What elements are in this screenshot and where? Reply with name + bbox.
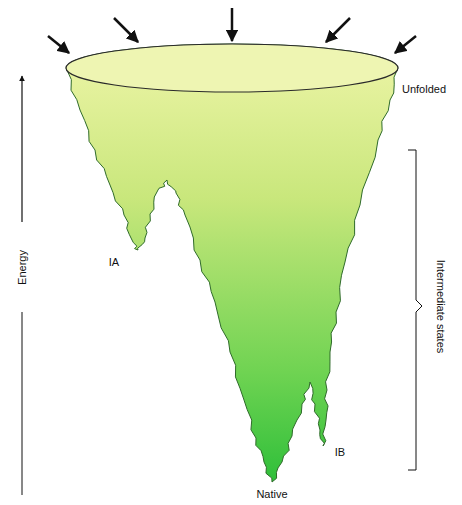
entry-arrow [48, 36, 69, 53]
entry-arrow [114, 18, 138, 42]
energy-axis [22, 312, 23, 495]
state-label: Native [256, 489, 287, 500]
entry-arrow [395, 36, 416, 53]
state-label: Unfolded [402, 84, 446, 95]
energy-axis-arrow [21, 76, 22, 222]
funnel-rim [66, 44, 398, 92]
bracket-label: Intermediate states [436, 259, 447, 353]
state-label: IB [335, 447, 345, 458]
entry-arrow [326, 18, 350, 42]
range-bracket [408, 150, 422, 470]
state-label: IA [109, 257, 119, 268]
energy-funnel [66, 44, 398, 482]
axis-label: Energy [14, 247, 29, 288]
entry-arrow [231, 8, 234, 41]
